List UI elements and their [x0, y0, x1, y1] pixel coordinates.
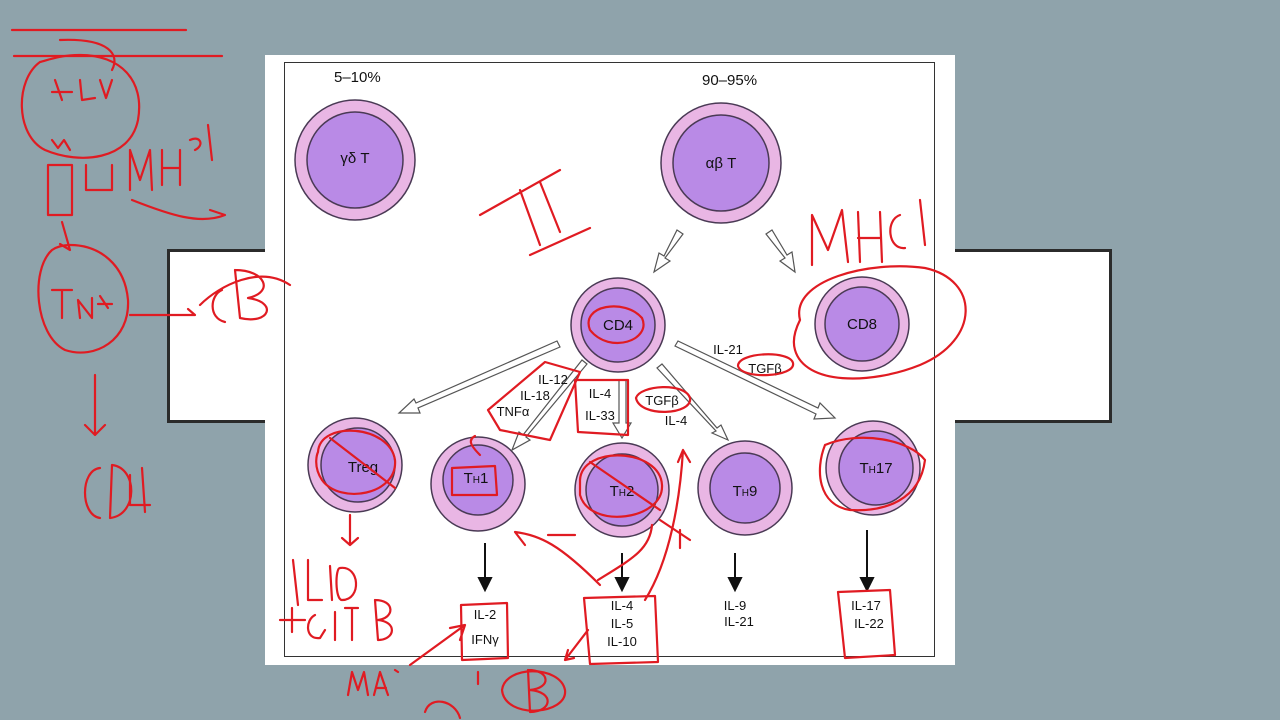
cell-ab-t	[660, 102, 782, 224]
inducer-th9-2: IL-4	[664, 413, 688, 428]
inducer-th2-2: IL-33	[585, 408, 615, 423]
arrow-cd4-to-th17	[674, 340, 837, 420]
inducer-th1-2: IL-18	[520, 388, 550, 403]
arrow-cd4-to-th2	[611, 379, 633, 440]
cell-th1	[430, 436, 526, 532]
label-cd8: CD8	[846, 316, 877, 333]
percent-gd: 5–10%	[334, 69, 381, 86]
output-th17-2: IL-22	[854, 616, 884, 631]
output-th1-1: IL-2	[473, 607, 497, 622]
output-th9-1: IL-9	[723, 598, 747, 613]
label-cd4: CD4	[602, 317, 633, 334]
inducer-th17-1: IL-21	[713, 342, 743, 357]
inducer-th1-1: IL-12	[538, 372, 568, 387]
label-th1: TH1	[463, 470, 489, 487]
percent-ab: 90–95%	[702, 72, 758, 89]
inducer-th2-1: IL-4	[588, 386, 612, 401]
output-th2-2: IL-5	[610, 616, 634, 631]
label-th17: TH17	[859, 460, 893, 477]
hollow-arrows	[397, 229, 837, 452]
arrow-cd4-to-th9	[656, 363, 730, 442]
inducer-th1-3: TNFα	[496, 404, 530, 419]
output-th1-2: IFNγ	[471, 632, 499, 647]
cell-th9	[697, 440, 793, 536]
label-gd-t: γδ T	[340, 150, 370, 167]
output-arrows	[477, 530, 875, 593]
label-treg: Treg	[347, 459, 379, 476]
arrow-cd4-to-treg	[397, 340, 561, 414]
inducer-th17-2: TGFβ	[748, 361, 782, 376]
output-th17-1: IL-17	[851, 598, 881, 613]
label-th2: TH2	[609, 483, 635, 500]
cell-cd8	[814, 276, 910, 372]
cell-cd4	[570, 277, 666, 373]
arrow-ab-to-cd4	[653, 229, 684, 274]
output-th2-1: IL-4	[610, 598, 634, 613]
cell-th17	[825, 420, 921, 516]
cell-gd-t	[294, 99, 416, 221]
label-ab-t: αβ T	[705, 155, 737, 172]
output-th9-2: IL-21	[724, 614, 754, 629]
diagram-frame	[284, 62, 935, 657]
arrow-ab-to-cd8	[765, 229, 796, 274]
inducer-th9-1: TGFβ	[645, 393, 679, 408]
label-th9: TH9	[732, 483, 758, 500]
output-th2-3: IL-10	[607, 634, 637, 649]
